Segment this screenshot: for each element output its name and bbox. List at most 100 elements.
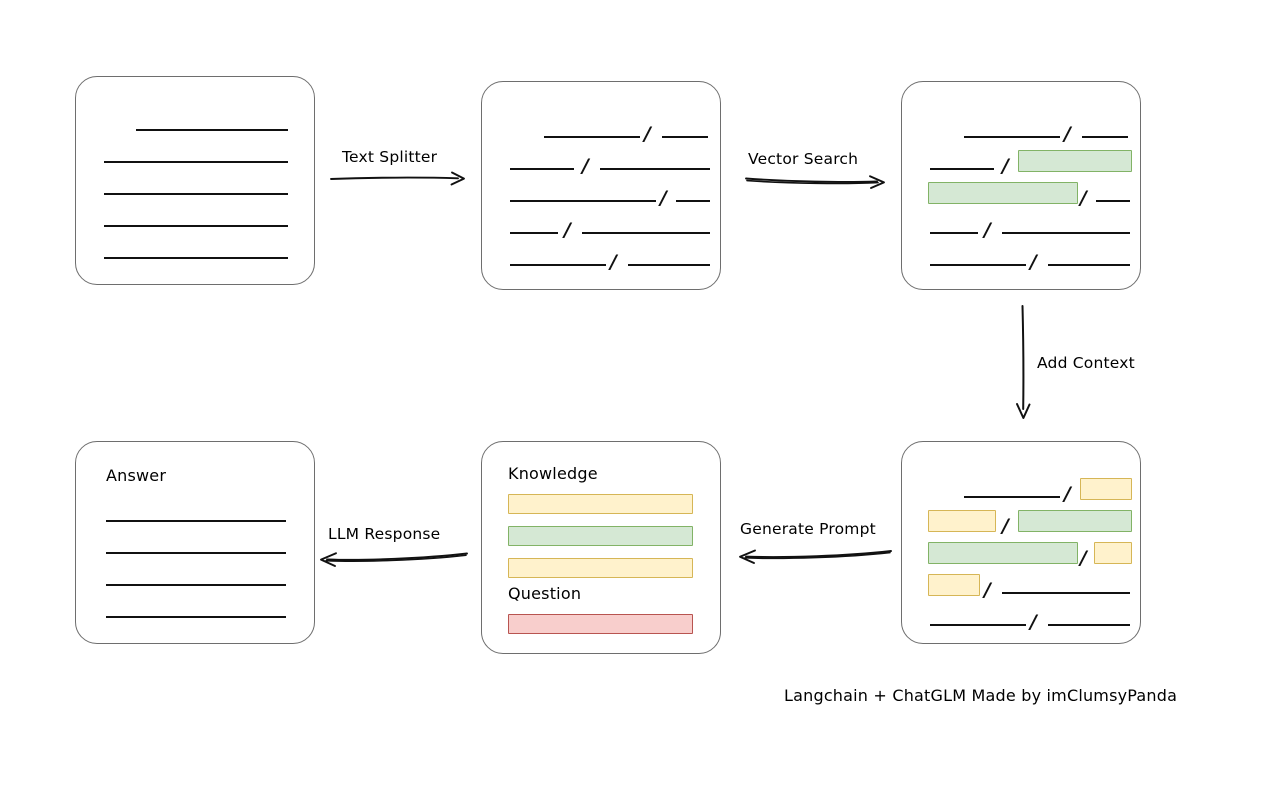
text-line-segment: [1082, 136, 1128, 138]
text-row: /: [902, 542, 1140, 568]
text-line-segment: [136, 129, 288, 131]
node-answer: Answer: [75, 441, 315, 644]
text-line-segment: [106, 552, 286, 554]
text-row: /: [902, 150, 1140, 176]
text-row: [76, 207, 314, 227]
knowledge-bar: [508, 558, 693, 578]
text-line-segment: [628, 264, 710, 266]
text-line-segment: [1002, 592, 1130, 594]
text-row: /: [902, 118, 1140, 144]
text-line-segment: [662, 136, 708, 138]
text-row: /: [482, 182, 720, 208]
text-line-segment: [582, 232, 710, 234]
edge-generate-prompt: [737, 545, 892, 565]
node-prompt: Knowledge Question: [481, 441, 721, 654]
knowledge-label: Knowledge: [508, 464, 598, 483]
text-row: [76, 143, 314, 163]
text-row: [76, 566, 314, 586]
text-line-segment: [510, 168, 574, 170]
knowledge-bar: [508, 526, 693, 546]
edge-add-context: [1012, 305, 1036, 421]
highlight-chunk-yellow: [928, 510, 996, 532]
text-line-segment: [104, 161, 288, 163]
text-line-segment: [510, 264, 606, 266]
highlight-chunk-green: [928, 542, 1078, 564]
separator-slash: /: [564, 219, 571, 241]
text-line-segment: [930, 168, 994, 170]
text-line-segment: [106, 584, 286, 586]
split-chunks-rows: / / / / /: [482, 82, 720, 289]
text-line-segment: [676, 200, 710, 202]
edge-label-generate-prompt: Generate Prompt: [740, 520, 876, 538]
separator-slash: /: [1064, 483, 1071, 505]
text-line-segment: [930, 264, 1026, 266]
text-line-segment: [104, 257, 288, 259]
edge-label-text-splitter: Text Splitter: [342, 148, 438, 166]
text-line-segment: [964, 136, 1060, 138]
text-line-segment: [930, 232, 978, 234]
highlight-chunk-green: [928, 182, 1078, 204]
edge-label-vector-search: Vector Search: [748, 150, 859, 168]
text-line-segment: [964, 496, 1060, 498]
text-row: /: [902, 606, 1140, 632]
knowledge-bar: [508, 494, 693, 514]
separator-slash: /: [1080, 547, 1087, 569]
separator-slash: /: [984, 579, 991, 601]
separator-slash: /: [1080, 187, 1087, 209]
source-document-rows: [76, 77, 314, 284]
text-line-segment: [104, 225, 288, 227]
text-row: [76, 534, 314, 554]
text-row: [76, 598, 314, 618]
edge-text-splitter: [330, 168, 470, 188]
separator-slash: /: [1030, 611, 1037, 633]
text-row: [76, 175, 314, 195]
separator-slash: /: [1064, 123, 1071, 145]
text-line-segment: [1096, 200, 1130, 202]
separator-slash: /: [660, 187, 667, 209]
text-row: /: [902, 182, 1140, 208]
text-line-segment: [544, 136, 640, 138]
node-matched-chunks: / / / / /: [901, 81, 1141, 290]
text-row: /: [902, 478, 1140, 504]
text-line-segment: [930, 624, 1026, 626]
text-row: /: [482, 150, 720, 176]
text-row: /: [902, 246, 1140, 272]
edge-llm-response: [318, 548, 468, 568]
context-chunks-rows: / / / / /: [902, 442, 1140, 643]
text-line-segment: [104, 193, 288, 195]
text-row: [76, 502, 314, 522]
text-line-segment: [600, 168, 710, 170]
edge-vector-search: [745, 170, 890, 190]
separator-slash: /: [610, 251, 617, 273]
text-row: [76, 239, 314, 259]
highlight-chunk-green: [1018, 510, 1132, 532]
highlight-chunk-yellow: [1080, 478, 1132, 500]
text-row: /: [902, 510, 1140, 536]
text-line-segment: [1048, 624, 1130, 626]
text-row: /: [902, 574, 1140, 600]
text-line-segment: [510, 232, 558, 234]
diagram-caption: Langchain + ChatGLM Made by imClumsyPand…: [784, 686, 1178, 705]
text-line-segment: [106, 616, 286, 618]
edge-label-add-context: Add Context: [1037, 354, 1135, 372]
text-row: [76, 111, 314, 131]
question-label: Question: [508, 584, 582, 603]
text-line-segment: [510, 200, 656, 202]
answer-rows: [76, 442, 314, 643]
text-row: /: [902, 214, 1140, 240]
node-source-document: [75, 76, 315, 285]
node-split-chunks: / / / / /: [481, 81, 721, 290]
text-line-segment: [1002, 232, 1130, 234]
separator-slash: /: [984, 219, 991, 241]
text-line-segment: [106, 520, 286, 522]
separator-slash: /: [582, 155, 589, 177]
separator-slash: /: [644, 123, 651, 145]
separator-slash: /: [1002, 515, 1009, 537]
text-row: /: [482, 118, 720, 144]
answer-label: Answer: [106, 466, 167, 485]
text-row: /: [482, 214, 720, 240]
edge-label-llm-response: LLM Response: [328, 525, 441, 543]
text-line-segment: [1048, 264, 1130, 266]
separator-slash: /: [1030, 251, 1037, 273]
separator-slash: /: [1002, 155, 1009, 177]
